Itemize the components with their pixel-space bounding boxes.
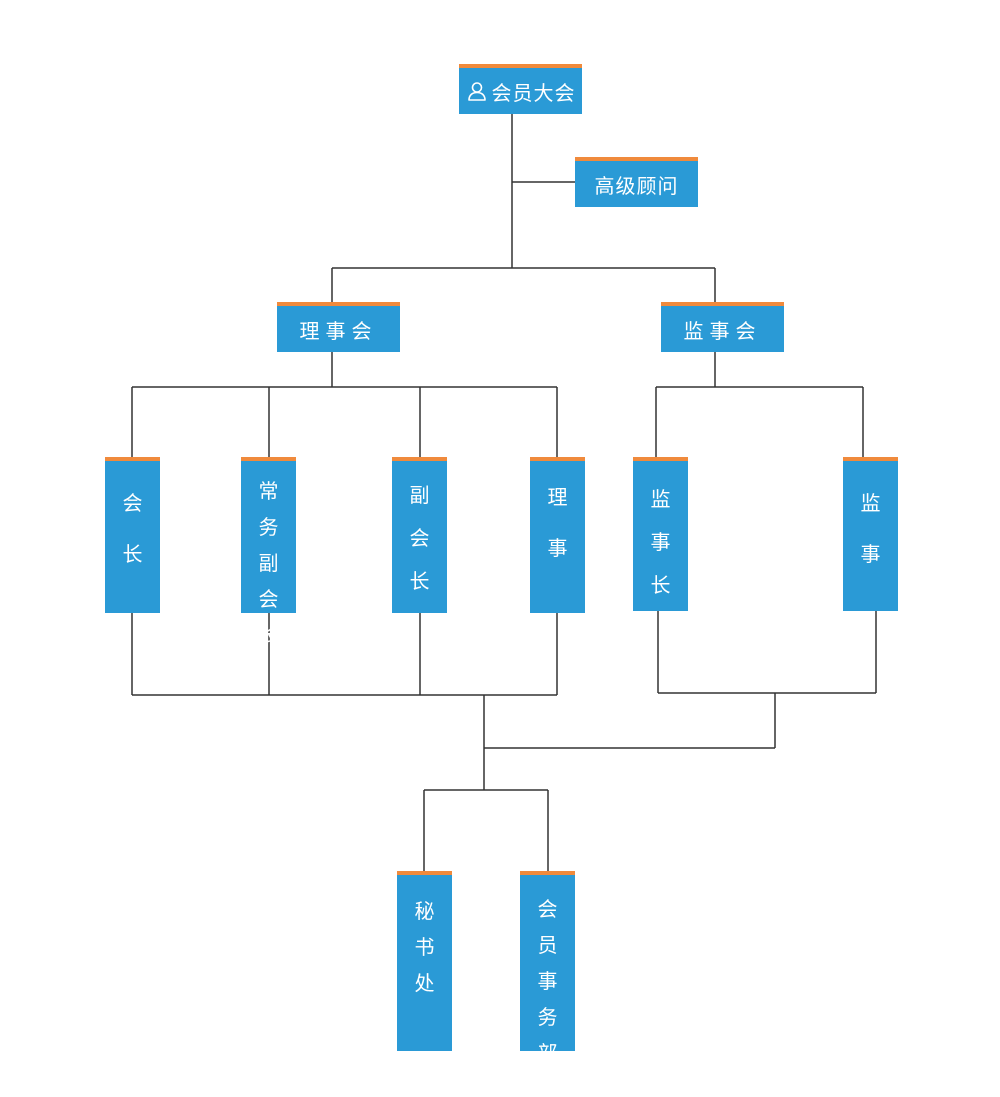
node-vice-president: 副 会 长 bbox=[392, 457, 447, 613]
node-char: 监 bbox=[860, 491, 881, 515]
node-char: 事 bbox=[537, 969, 558, 993]
node-char: 常 bbox=[258, 479, 279, 503]
node-char: 会 bbox=[122, 491, 143, 515]
node-char: 长 bbox=[258, 623, 279, 647]
node-supervisory-board: 监事会 bbox=[661, 302, 784, 352]
node-char: 员 bbox=[537, 933, 558, 957]
node-char: 部 bbox=[537, 1041, 558, 1065]
node-char: 长 bbox=[409, 569, 430, 593]
node-char: 事 bbox=[860, 542, 881, 566]
node-char: 务 bbox=[537, 1005, 558, 1029]
node-char: 秘 bbox=[414, 899, 435, 923]
node-char: 会 bbox=[537, 897, 558, 921]
node-chief-supervisor: 监 事 长 bbox=[633, 457, 688, 611]
node-general-assembly: 会员大会 bbox=[459, 64, 582, 114]
node-char: 会 bbox=[409, 526, 430, 550]
node-executive-vice-president: 常 务 副 会 长 bbox=[241, 457, 296, 647]
node-char: 书 bbox=[414, 935, 435, 959]
node-char: 副 bbox=[258, 551, 279, 575]
node-secretariat: 秘 书 处 bbox=[397, 871, 452, 1051]
node-char: 理 bbox=[547, 485, 568, 509]
node-char: 副 bbox=[409, 483, 430, 507]
node-label: 会员大会 bbox=[491, 80, 576, 105]
node-char: 事 bbox=[650, 530, 671, 554]
node-senior-advisor: 高级顾问 bbox=[575, 157, 698, 207]
node-char: 长 bbox=[122, 542, 143, 566]
node-label: 高级顾问 bbox=[594, 173, 679, 198]
node-supervisor: 监 事 bbox=[843, 457, 898, 611]
node-president: 会 长 bbox=[105, 457, 160, 613]
node-label: 理事会 bbox=[299, 318, 378, 343]
person-icon bbox=[467, 82, 486, 101]
node-char: 监 bbox=[650, 487, 671, 511]
node-char: 事 bbox=[547, 536, 568, 560]
node-director: 理 事 bbox=[530, 457, 585, 613]
node-label: 监事会 bbox=[683, 318, 762, 343]
node-char: 长 bbox=[650, 573, 671, 597]
node-char: 务 bbox=[258, 515, 279, 539]
node-council: 理事会 bbox=[277, 302, 400, 352]
node-char: 会 bbox=[258, 587, 279, 611]
node-char: 处 bbox=[414, 971, 435, 995]
node-membership-department: 会 员 事 务 部 bbox=[520, 871, 575, 1065]
